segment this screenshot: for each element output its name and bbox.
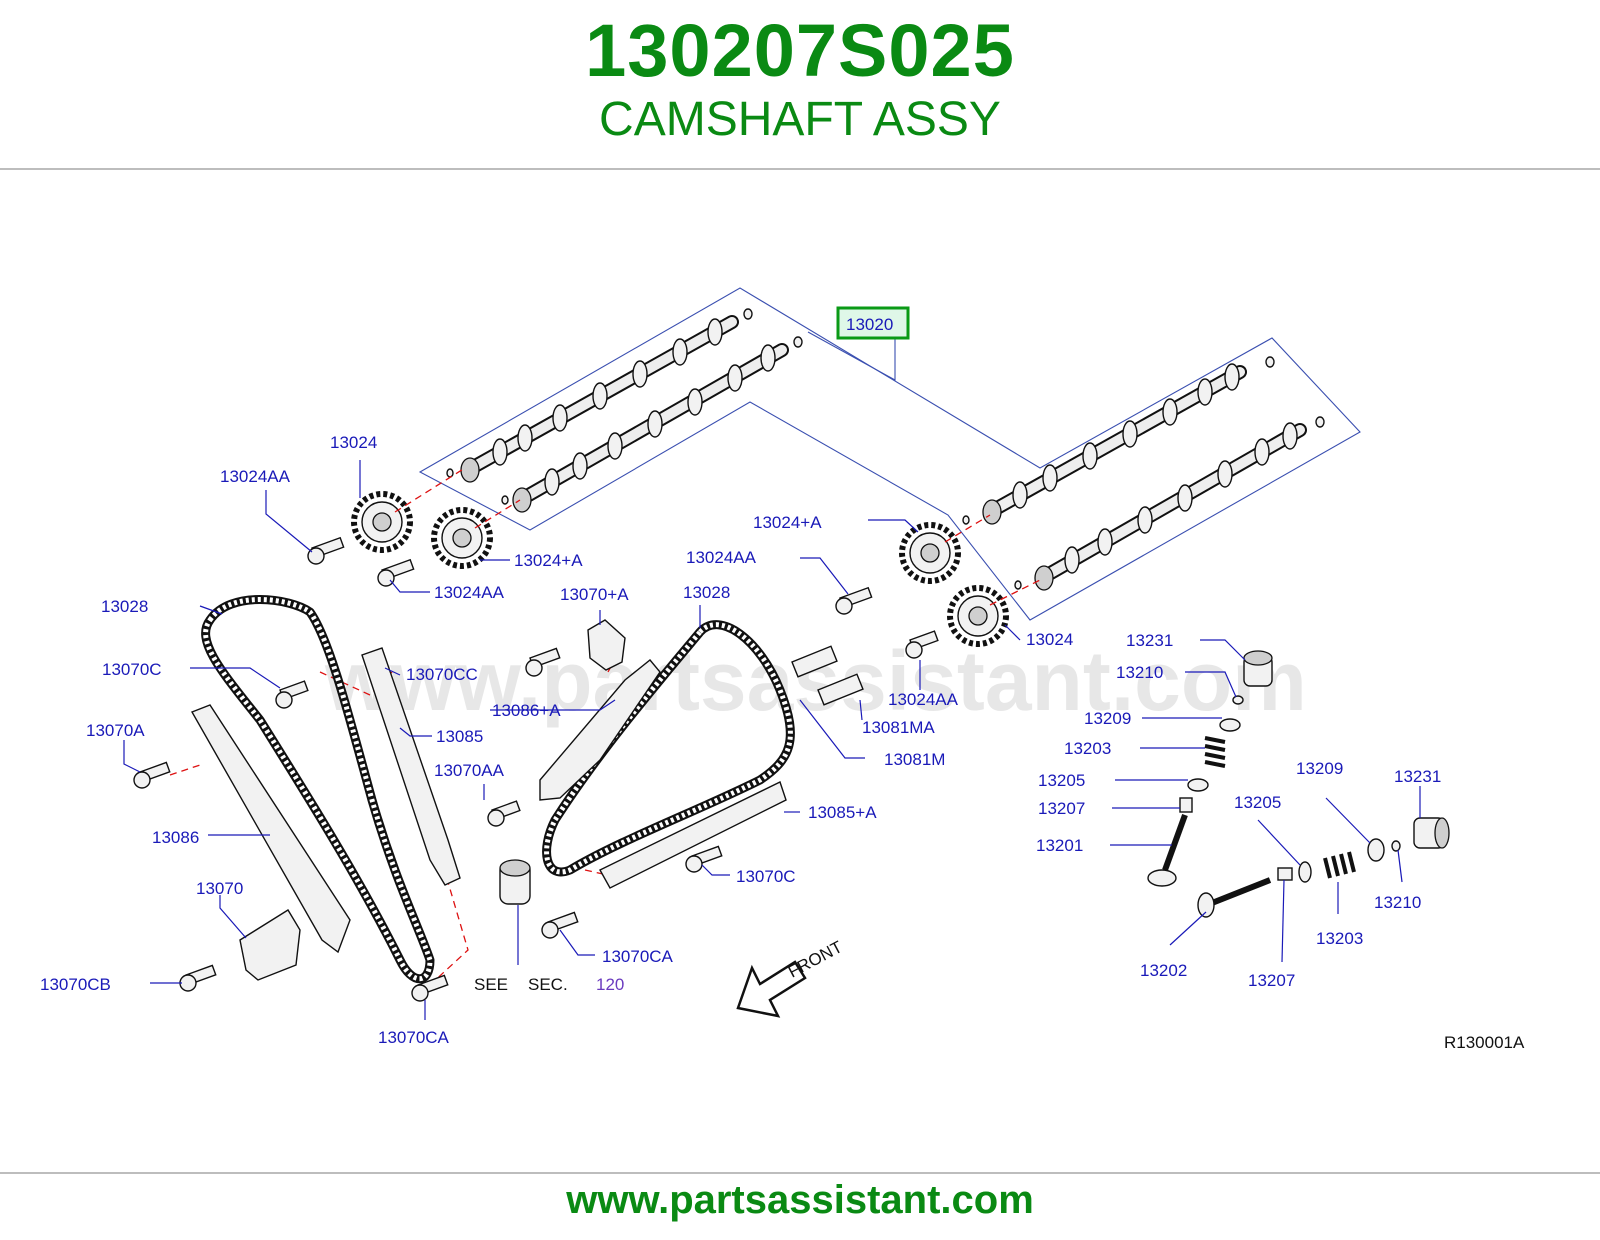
callout-13201[interactable]: 13201	[1036, 836, 1083, 855]
callout-13070ca[interactable]: 13070CA	[378, 1028, 450, 1047]
callout-13024[interactable]: 13024	[1026, 630, 1073, 649]
front-arrow-icon	[736, 960, 807, 1018]
callout-13028[interactable]: 13028	[683, 583, 730, 602]
callout-13081m[interactable]: 13081M	[884, 750, 945, 769]
dowels-13081	[791, 645, 864, 706]
callout-13024aa[interactable]: 13024AA	[434, 583, 505, 602]
left-intake-sprocket	[351, 491, 413, 553]
footer-website[interactable]: www.partsassistant.com	[566, 1178, 1034, 1222]
valve-seal-13207-b	[1277, 867, 1293, 881]
callout-13070ca[interactable]: 13070CA	[602, 947, 674, 966]
valve-spring-13203-a	[1204, 736, 1226, 768]
callout-13024-plus-a[interactable]: 13024+A	[753, 513, 822, 532]
crank-sprocket	[499, 859, 531, 905]
valve-spring-13203-b	[1323, 851, 1356, 879]
right-intake-sprocket	[899, 522, 961, 584]
slack-guide-13085a	[599, 781, 787, 889]
callout-13070c[interactable]: 13070C	[102, 660, 162, 679]
callout-13207[interactable]: 13207	[1248, 971, 1295, 990]
callout-13070-plus-a[interactable]: 13070+A	[560, 585, 629, 604]
callout-13203[interactable]: 13203	[1316, 929, 1363, 948]
chain-tensioner-13070	[239, 909, 301, 981]
retainer-13209-b	[1367, 838, 1385, 862]
intake-valve-13201	[1147, 813, 1188, 887]
highlight-leader	[807, 331, 896, 381]
retainer-13209-a	[1219, 718, 1241, 732]
exhaust-valve-13202	[1197, 877, 1272, 918]
collet-13210-a	[1232, 695, 1244, 705]
callout-13203[interactable]: 13203	[1064, 739, 1111, 758]
valve-lifter-13231-a	[1243, 650, 1273, 687]
camshaft-group-frame	[418, 287, 1361, 621]
valve-seal-13207-a	[1179, 797, 1193, 813]
right-exhaust-sprocket	[947, 585, 1009, 647]
primary-timing-chain	[201, 595, 435, 984]
bolts	[133, 536, 939, 1002]
spring-seat-13205-b	[1298, 861, 1312, 883]
chain-tensioner-13070a	[587, 619, 626, 671]
callout-13024-plus-a[interactable]: 13024+A	[514, 551, 583, 570]
figure-code: R130001A	[1444, 1033, 1525, 1052]
callout-13028[interactable]: 13028	[101, 597, 148, 616]
collet-13210-b	[1391, 840, 1401, 852]
right-exhaust-camshaft	[1034, 422, 1307, 591]
callout-13205[interactable]: 13205	[1234, 793, 1281, 812]
callout-13024[interactable]: 13024	[330, 433, 377, 452]
callout-13070[interactable]: 13070	[196, 879, 243, 898]
callout-13085-plus-a[interactable]: 13085+A	[808, 803, 877, 822]
spring-seat-13205-a	[1187, 778, 1209, 792]
callout-13231[interactable]: 13231	[1126, 631, 1173, 650]
right-intake-camshaft	[982, 363, 1247, 525]
callout-13024aa[interactable]: 13024AA	[220, 467, 291, 486]
header-divider	[0, 168, 1600, 170]
callout-13209[interactable]: 13209	[1296, 759, 1343, 778]
tension-guide-13086	[190, 704, 351, 954]
front-label: FRONT	[785, 937, 846, 981]
highlighted-callout-box[interactable]	[836, 306, 910, 340]
section-link-120[interactable]: 120	[596, 975, 624, 994]
callout-13085[interactable]: 13085	[436, 727, 483, 746]
watermark: www.partsassistant.com	[324, 634, 1307, 728]
callout-13205[interactable]: 13205	[1038, 771, 1085, 790]
part-number-title: 130207S025	[585, 9, 1015, 92]
see-text: SEE	[474, 975, 508, 994]
header: 130207S025 CAMSHAFT ASSY	[0, 0, 1600, 168]
callout-13209[interactable]: 13209	[1084, 709, 1131, 728]
callout-13020[interactable]: 13020	[846, 315, 893, 334]
chain-guide-13085	[361, 647, 461, 886]
callout-13202[interactable]: 13202	[1140, 961, 1187, 980]
callout-13024aa[interactable]: 13024AA	[686, 548, 757, 567]
callout-13070cc[interactable]: 13070CC	[406, 665, 478, 684]
part-name-subtitle: CAMSHAFT ASSY	[599, 93, 1001, 146]
callout-13070cb[interactable]: 13070CB	[40, 975, 111, 994]
left-exhaust-sprocket	[431, 507, 493, 569]
dowel-pins	[446, 308, 1325, 590]
callout-13231[interactable]: 13231	[1394, 767, 1441, 786]
callout-leaders	[123, 460, 1421, 1020]
footer-divider	[0, 1172, 1600, 1174]
valve-lifter-13231-b	[1413, 817, 1450, 849]
callout-13081ma[interactable]: 13081MA	[862, 718, 935, 737]
callout-13086-plus-a[interactable]: 13086+A	[492, 701, 561, 720]
callout-13070c[interactable]: 13070C	[736, 867, 796, 886]
sec-text: SEC.	[528, 975, 568, 994]
callout-13210[interactable]: 13210	[1116, 663, 1163, 682]
callout-13024aa[interactable]: 13024AA	[888, 690, 959, 709]
callout-13070aa[interactable]: 13070AA	[434, 761, 505, 780]
callout-13086[interactable]: 13086	[152, 828, 199, 847]
left-intake-camshaft	[460, 315, 739, 483]
callout-13207[interactable]: 13207	[1038, 799, 1085, 818]
callout-13070a[interactable]: 13070A	[86, 721, 145, 740]
left-exhaust-camshaft	[512, 343, 789, 513]
tension-guide-13086a	[539, 659, 661, 801]
callout-13210[interactable]: 13210	[1374, 893, 1421, 912]
